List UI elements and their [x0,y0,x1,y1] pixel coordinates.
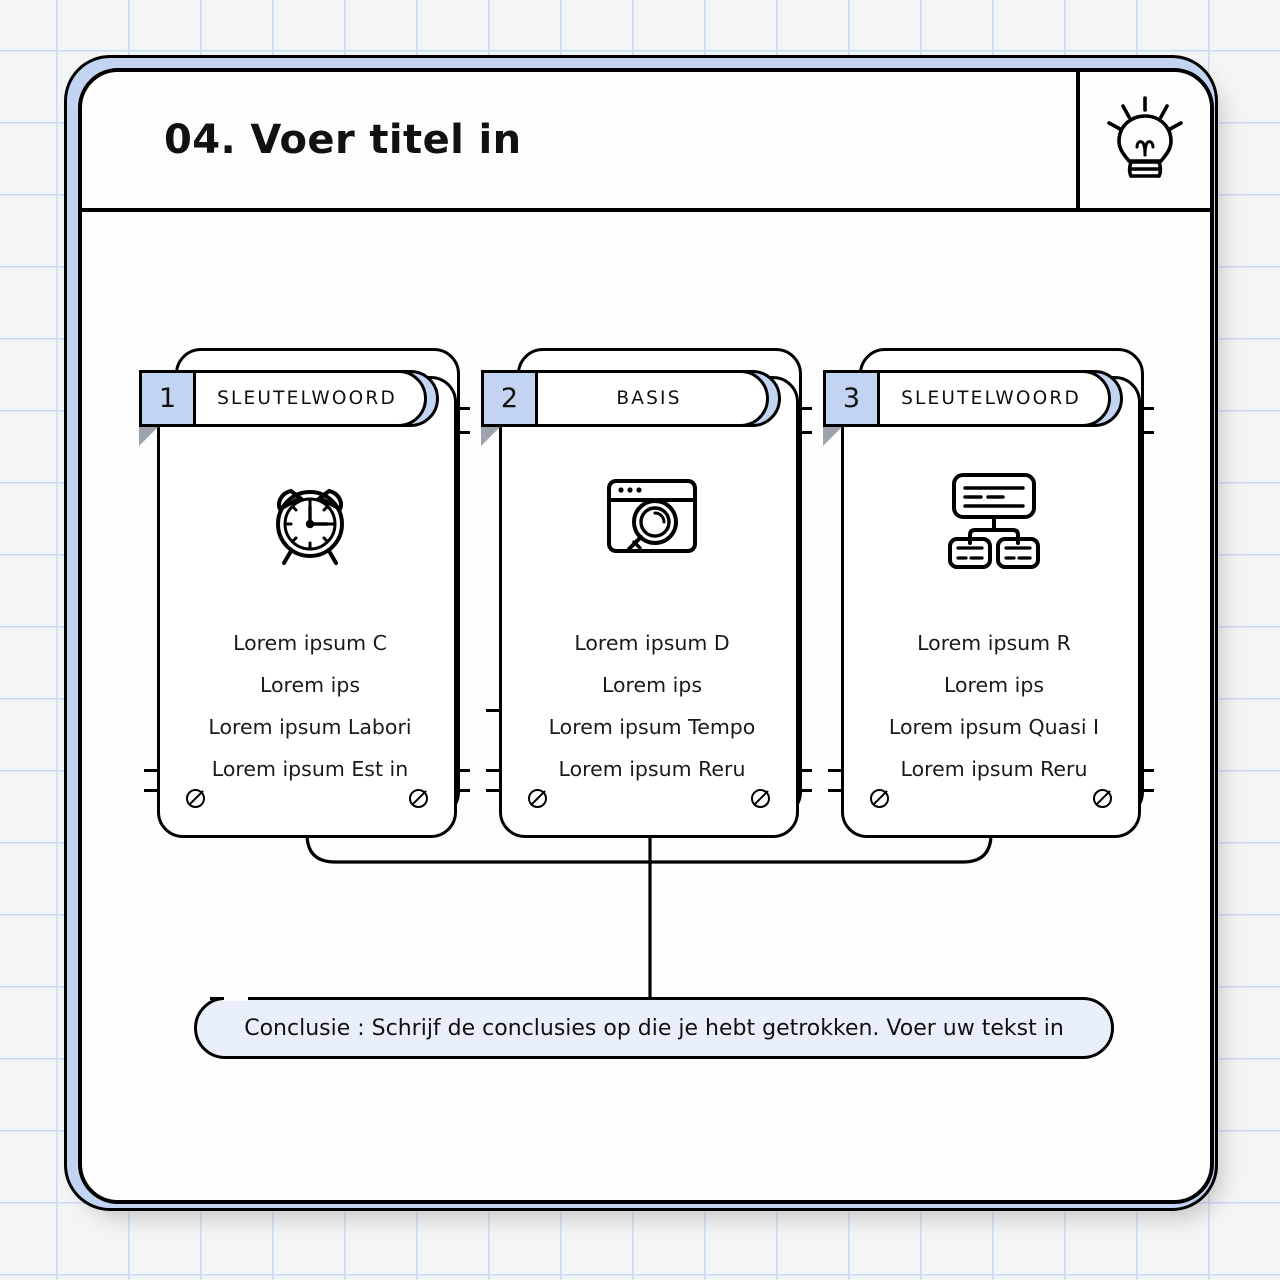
card-2-body: Lorem ipsum D Lorem ips Lorem ipsum Temp… [510,627,794,795]
card-3-tick-right-1 [1139,407,1154,410]
header-title-zone: 04. Voer titel in [82,72,1080,208]
card-1-pill: SLEUTELWOORD [155,370,427,427]
card-2-tick-right-4 [797,789,812,792]
cards-row: Lorem ipsum C Lorem ips Lorem ipsum Labo… [82,212,1210,992]
hierarchy-icon [940,469,1048,573]
conclusion-text: Conclusie : Schrijf de conclusies op die… [244,1015,1064,1041]
card-3-pill: SLEUTELWOORD [839,370,1111,427]
card-2-pill: BASIS [497,370,769,427]
card-2-tick-left-0 [486,709,501,712]
card-1-badge-fold [139,427,158,446]
card-3-screw-right [1093,789,1112,808]
card-2-tick-right-3 [797,769,812,772]
page-title: 04. Voer titel in [164,117,522,163]
card-2-line-4: Lorem ipsum Reru [558,757,746,781]
card-1-line-4: Lorem ipsum Est in [211,757,409,781]
card-3-tick-left-2 [828,789,843,792]
card-1-header[interactable]: SLEUTELWOORD 1 [139,370,441,446]
card-2-tick-right-2 [797,431,812,434]
card-3-tick-right-2 [1139,431,1154,434]
card-2-panel: Lorem ipsum D Lorem ips Lorem ipsum Temp… [486,376,812,838]
card-1-tick-left-1 [144,769,159,772]
card-2-label: BASIS [616,388,682,409]
lightbulb-icon [1103,92,1187,188]
card-3-line-1: Lorem ipsum R [917,631,1071,655]
card-2-line-2: Lorem ips [601,673,703,697]
card-1-tick-left-2 [144,789,159,792]
header-icon-zone [1080,72,1210,208]
card-2-icon-slot [502,469,802,567]
card-2-screw-left [528,789,547,808]
card-3-number-badge: 3 [823,370,880,427]
card-3-line-4: Lorem ipsum Reru [900,757,1088,781]
card-1-icon-slot [160,469,460,571]
card-1-body: Lorem ipsum C Lorem ips Lorem ipsum Labo… [168,627,452,795]
card-3-panel: Lorem ipsum R Lorem ips Lorem ipsum Quas… [828,376,1154,838]
card-1-line-3: Lorem ipsum Labori [208,715,412,739]
conclusion-notch [222,995,248,1001]
card-2-number-badge: 2 [481,370,538,427]
card-1-screw-right [409,789,428,808]
card-3-tick-left-1 [828,769,843,772]
conclusion-dash-tick [210,997,224,1000]
card-1-tick-right-1 [455,407,470,410]
card-1-tick-right-4 [455,789,470,792]
card-2-tick-left-2 [486,789,501,792]
card-3-badge-fold [823,427,842,446]
card-3-line-3: Lorem ipsum Quasi I [888,715,1100,739]
card-1-number-badge: 1 [139,370,196,427]
card-2-screw-right [751,789,770,808]
alarm-clock-icon [267,469,353,571]
card-1-panel: Lorem ipsum C Lorem ips Lorem ipsum Labo… [144,376,470,838]
card-3-tick-right-3 [1139,769,1154,772]
card-2-tick-left-1 [486,769,501,772]
card-3-screw-left [870,789,889,808]
card-1-tick-right-3 [455,769,470,772]
card-2-line-1: Lorem ipsum D [574,631,730,655]
card-2-header[interactable]: BASIS 2 [481,370,783,446]
card-1-screw-left [186,789,205,808]
card-3-header[interactable]: SLEUTELWOORD 3 [823,370,1125,446]
card-3-label: SLEUTELWOORD [901,388,1081,409]
slide-canvas: 04. Voer titel in [78,68,1214,1204]
card-3-tick-right-4 [1139,789,1154,792]
header-bar: 04. Voer titel in [82,72,1210,212]
card-3-body: Lorem ipsum R Lorem ips Lorem ipsum Quas… [852,627,1136,795]
card-1-line-1: Lorem ipsum C [233,631,387,655]
card-2-line-3: Lorem ipsum Tempo [548,715,756,739]
card-1[interactable]: Lorem ipsum C Lorem ips Lorem ipsum Labo… [139,348,470,838]
card-2-badge-fold [481,427,500,446]
card-3-icon-slot [844,469,1144,573]
card-1-line-2: Lorem ips [259,673,361,697]
browser-search-icon [600,469,704,567]
conclusion-bar[interactable]: Conclusie : Schrijf de conclusies op die… [194,997,1114,1059]
card-1-tick-right-2 [455,431,470,434]
card-2[interactable]: Lorem ipsum D Lorem ips Lorem ipsum Temp… [481,348,812,838]
card-3[interactable]: Lorem ipsum R Lorem ips Lorem ipsum Quas… [823,348,1154,838]
card-3-line-2: Lorem ips [943,673,1045,697]
card-1-label: SLEUTELWOORD [217,388,397,409]
card-2-tick-right-1 [797,407,812,410]
